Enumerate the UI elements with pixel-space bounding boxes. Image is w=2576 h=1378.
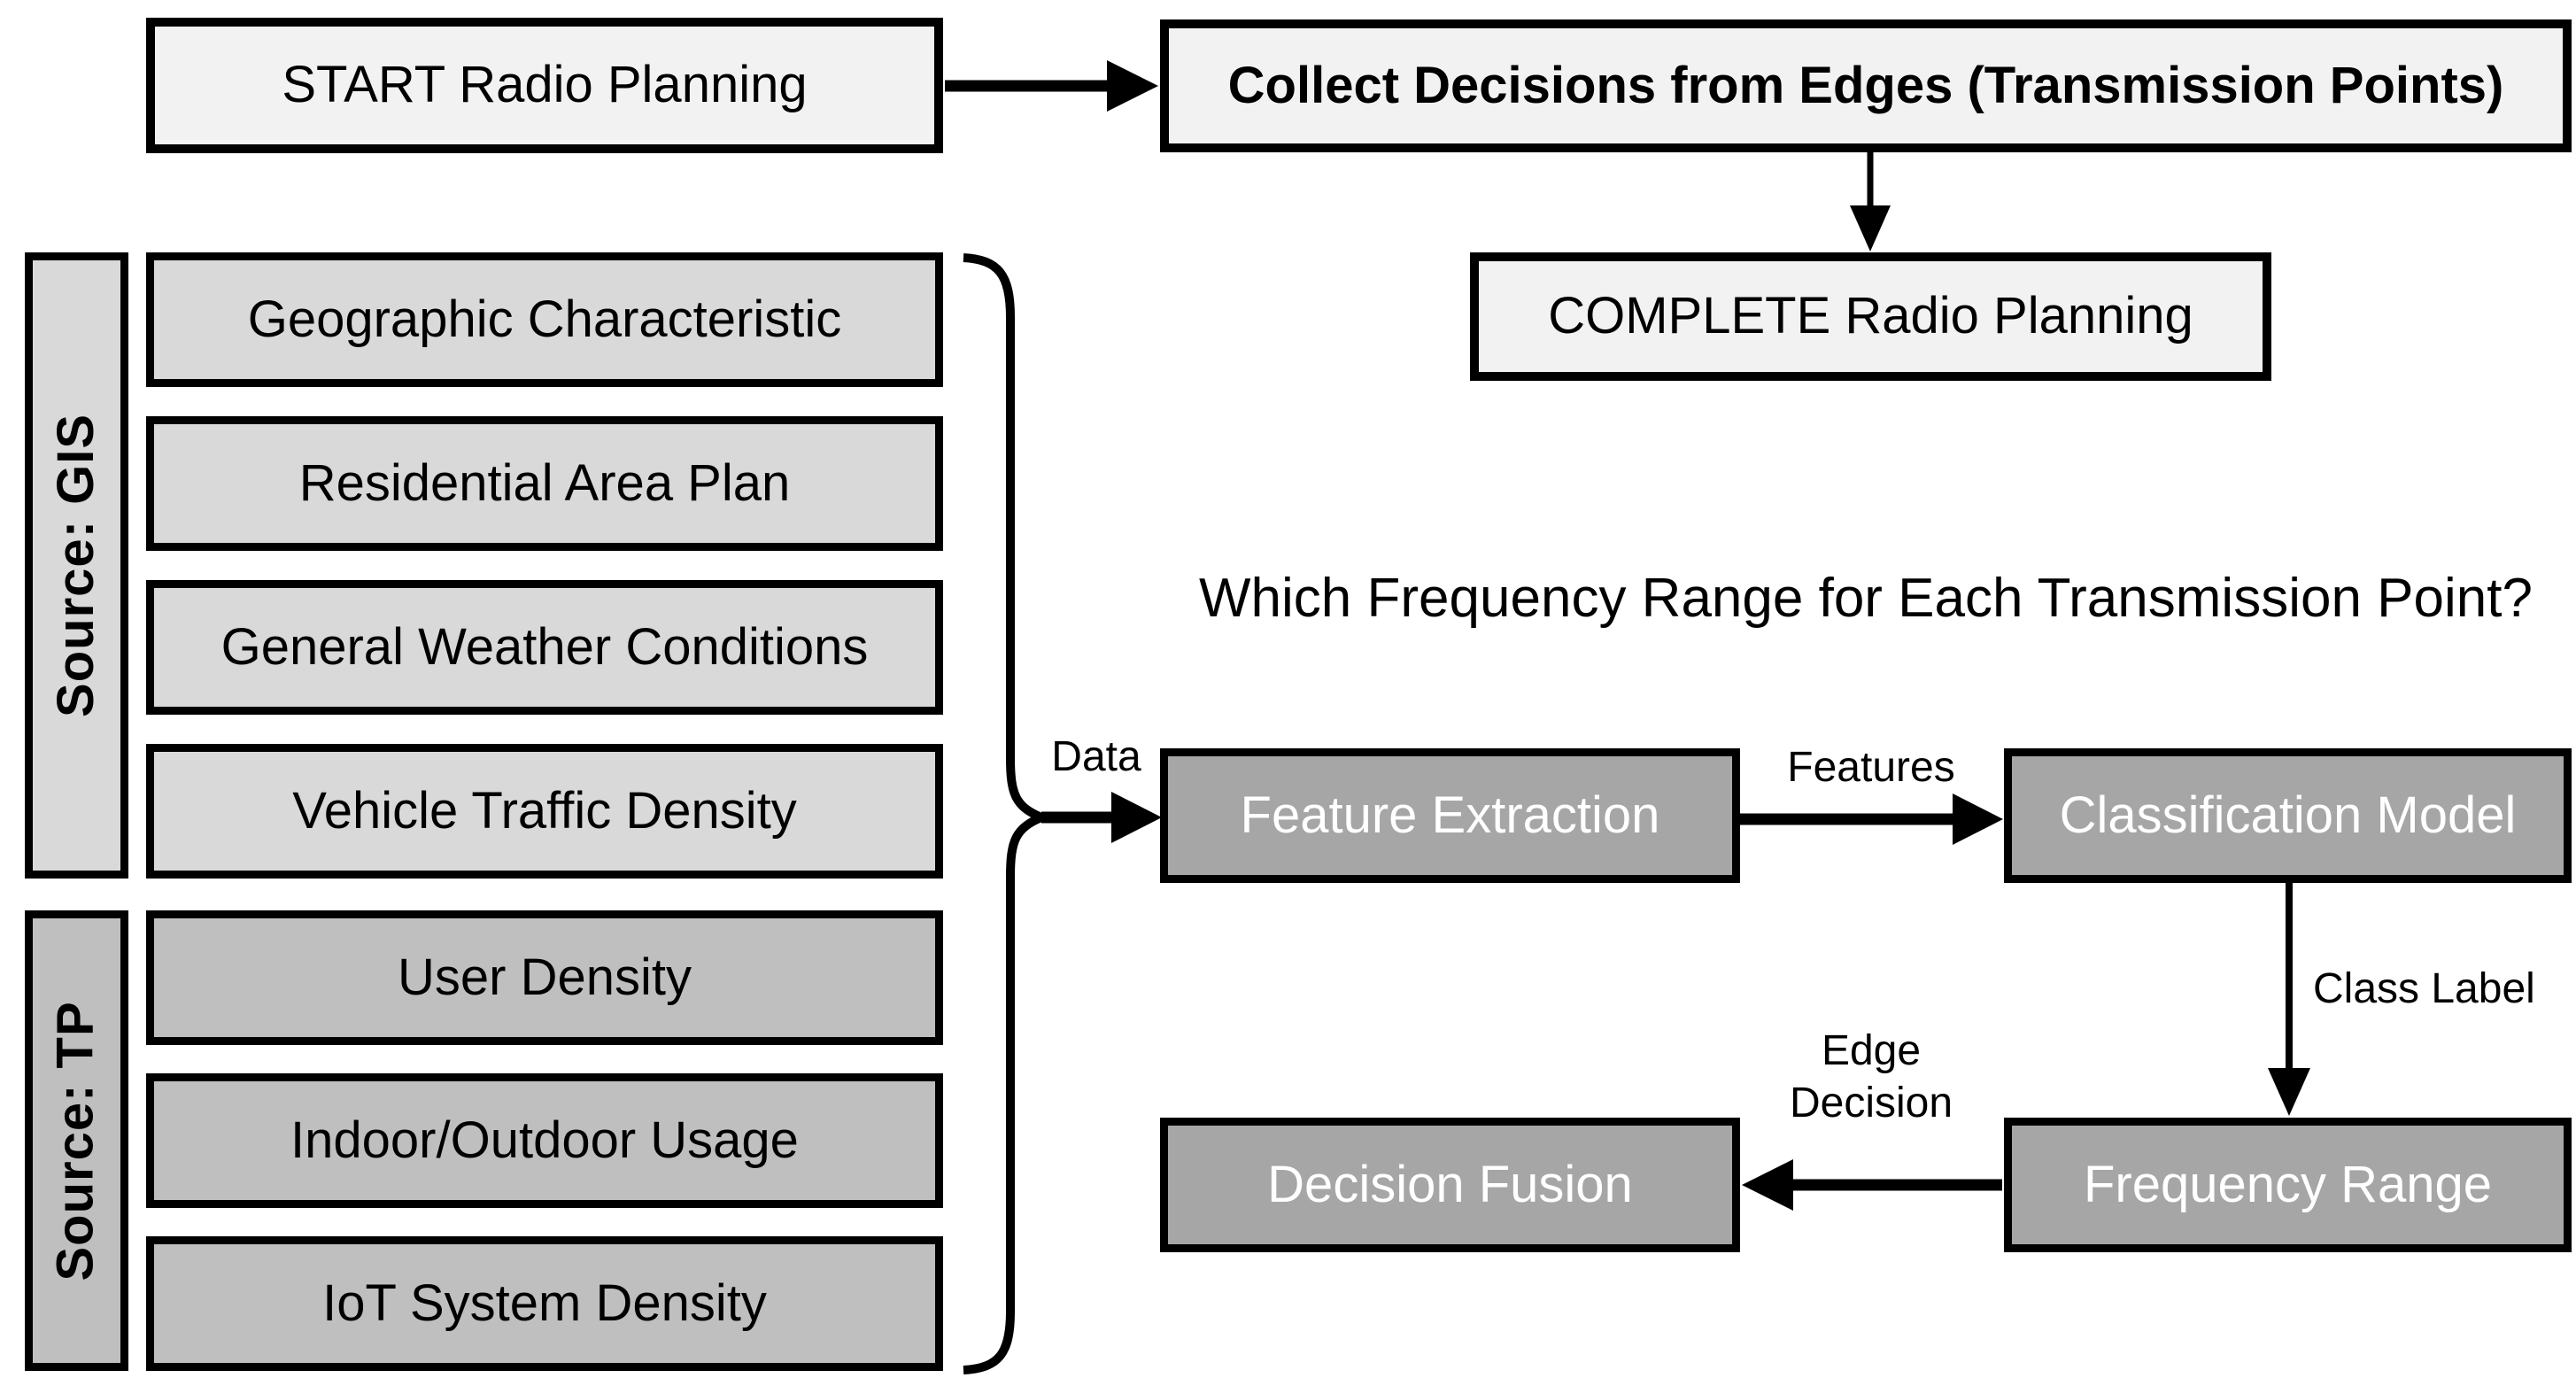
input-box-residential-area-plan: Residential Area Plan xyxy=(146,416,943,551)
start-node: START Radio Planning xyxy=(146,18,943,153)
class-label-arrow-label: Class Label xyxy=(2313,965,2535,1012)
source-gis-text: Source: GIS xyxy=(47,414,105,717)
features-arrow-label: Features xyxy=(1787,744,1955,791)
classification-model-node: Classification Model xyxy=(2004,748,2572,883)
curly-brace xyxy=(963,253,1054,1374)
source-tp-label: Source: TP xyxy=(25,910,128,1371)
arrow-class-label-to-frequency-range xyxy=(2268,882,2310,1116)
arrow-start-to-collect xyxy=(945,60,1158,112)
complete-node: COMPLETE Radio Planning xyxy=(1470,252,2271,381)
input-box-general-weather-conditions: General Weather Conditions xyxy=(146,580,943,715)
data-arrow-label: Data xyxy=(1051,733,1141,780)
arrow-data-to-feature-extraction xyxy=(1041,792,1162,843)
frequency-range-node: Frequency Range xyxy=(2004,1118,2572,1252)
arrow-features-to-classification xyxy=(1738,794,2003,845)
input-box-user-density: User Density xyxy=(146,910,943,1045)
arrow-collect-to-complete xyxy=(1850,152,1891,252)
input-box-indoor-outdoor-usage: Indoor/Outdoor Usage xyxy=(146,1073,943,1208)
edge-decision-line2: Decision xyxy=(1789,1079,1953,1126)
source-tp-text: Source: TP xyxy=(47,1000,105,1281)
input-box-iot-system-density: IoT System Density xyxy=(146,1236,943,1371)
feature-extraction-node: Feature Extraction xyxy=(1160,748,1740,883)
decision-fusion-node: Decision Fusion xyxy=(1160,1118,1740,1252)
edge-decision-line1: Edge xyxy=(1821,1027,1922,1074)
arrow-edge-decision-to-decision-fusion xyxy=(1742,1159,2002,1211)
input-box-geographic-characteristic: Geographic Characteristic xyxy=(146,252,943,387)
input-box-vehicle-traffic-density: Vehicle Traffic Density xyxy=(146,744,943,879)
collect-decisions-node: Collect Decisions from Edges (Transmissi… xyxy=(1160,19,2572,152)
source-gis-label: Source: GIS xyxy=(25,252,128,879)
edge-decision-arrow-label: Edge Decision xyxy=(1773,1026,1969,1129)
question-text: Which Frequency Range for Each Transmiss… xyxy=(1199,568,2533,629)
